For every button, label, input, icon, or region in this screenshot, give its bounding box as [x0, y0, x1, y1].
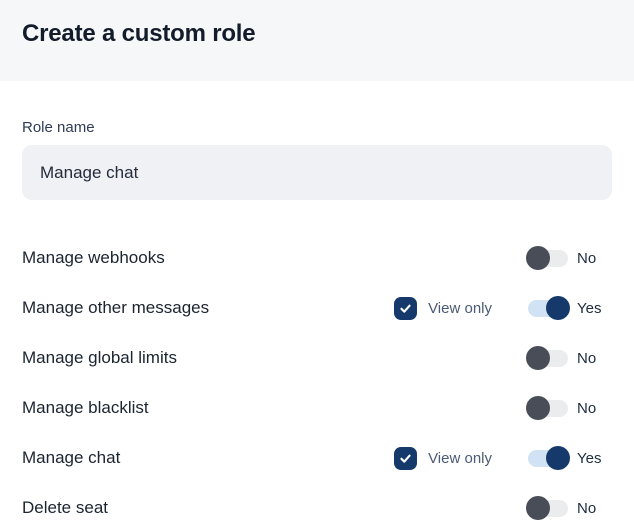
permissions-list: Manage webhooks No Manage other messages… — [22, 233, 612, 525]
permission-row: Manage chat View only Yes — [22, 433, 612, 483]
permission-label: Manage blacklist — [22, 398, 149, 417]
view-only-label: View only — [428, 449, 492, 467]
toggle-state-label: No — [577, 499, 597, 517]
toggle-state-label: No — [577, 249, 597, 267]
view-only-label: View only — [428, 299, 492, 317]
permission-toggle[interactable] — [526, 396, 570, 420]
dialog-header: Create a custom role — [0, 0, 634, 81]
toggle-state-label: No — [577, 349, 597, 367]
permission-row: Delete seat No — [22, 483, 612, 525]
permission-label: Manage other messages — [22, 298, 210, 317]
view-only-checkbox[interactable] — [394, 446, 418, 470]
toggle-knob — [526, 496, 550, 520]
permission-label: Manage webhooks — [22, 248, 165, 267]
toggle-state-label: No — [577, 399, 597, 417]
toggle-knob — [526, 396, 550, 420]
permission-toggle[interactable] — [526, 246, 570, 270]
permission-toggle[interactable] — [526, 296, 570, 320]
toggle-state-label: Yes — [577, 449, 602, 467]
checkmark-icon — [400, 454, 411, 463]
role-name-input[interactable] — [22, 145, 612, 200]
permission-row: Manage other messages View only Yes — [22, 283, 612, 333]
view-only-checkbox[interactable] — [394, 296, 418, 320]
permission-toggle[interactable] — [526, 496, 570, 520]
permission-toggle[interactable] — [526, 346, 570, 370]
checkmark-icon — [400, 304, 411, 313]
permission-label: Manage global limits — [22, 348, 177, 367]
permission-toggle[interactable] — [526, 446, 570, 470]
permission-row: Manage blacklist No — [22, 383, 612, 433]
page-title: Create a custom role — [22, 20, 256, 47]
view-only-group: View only — [394, 446, 492, 470]
toggle-knob — [526, 246, 550, 270]
view-only-group: View only — [394, 296, 492, 320]
permission-label: Delete seat — [22, 498, 108, 517]
permission-label: Manage chat — [22, 448, 121, 467]
toggle-state-label: Yes — [577, 299, 602, 317]
toggle-knob — [546, 446, 570, 470]
role-name-label: Role name — [22, 119, 95, 136]
toggle-knob — [526, 346, 550, 370]
dialog-body: Role name Manage webhooks No Manage othe… — [0, 119, 634, 525]
permission-row: Manage webhooks No — [22, 233, 612, 283]
permission-row: Manage global limits No — [22, 333, 612, 383]
toggle-knob — [546, 296, 570, 320]
